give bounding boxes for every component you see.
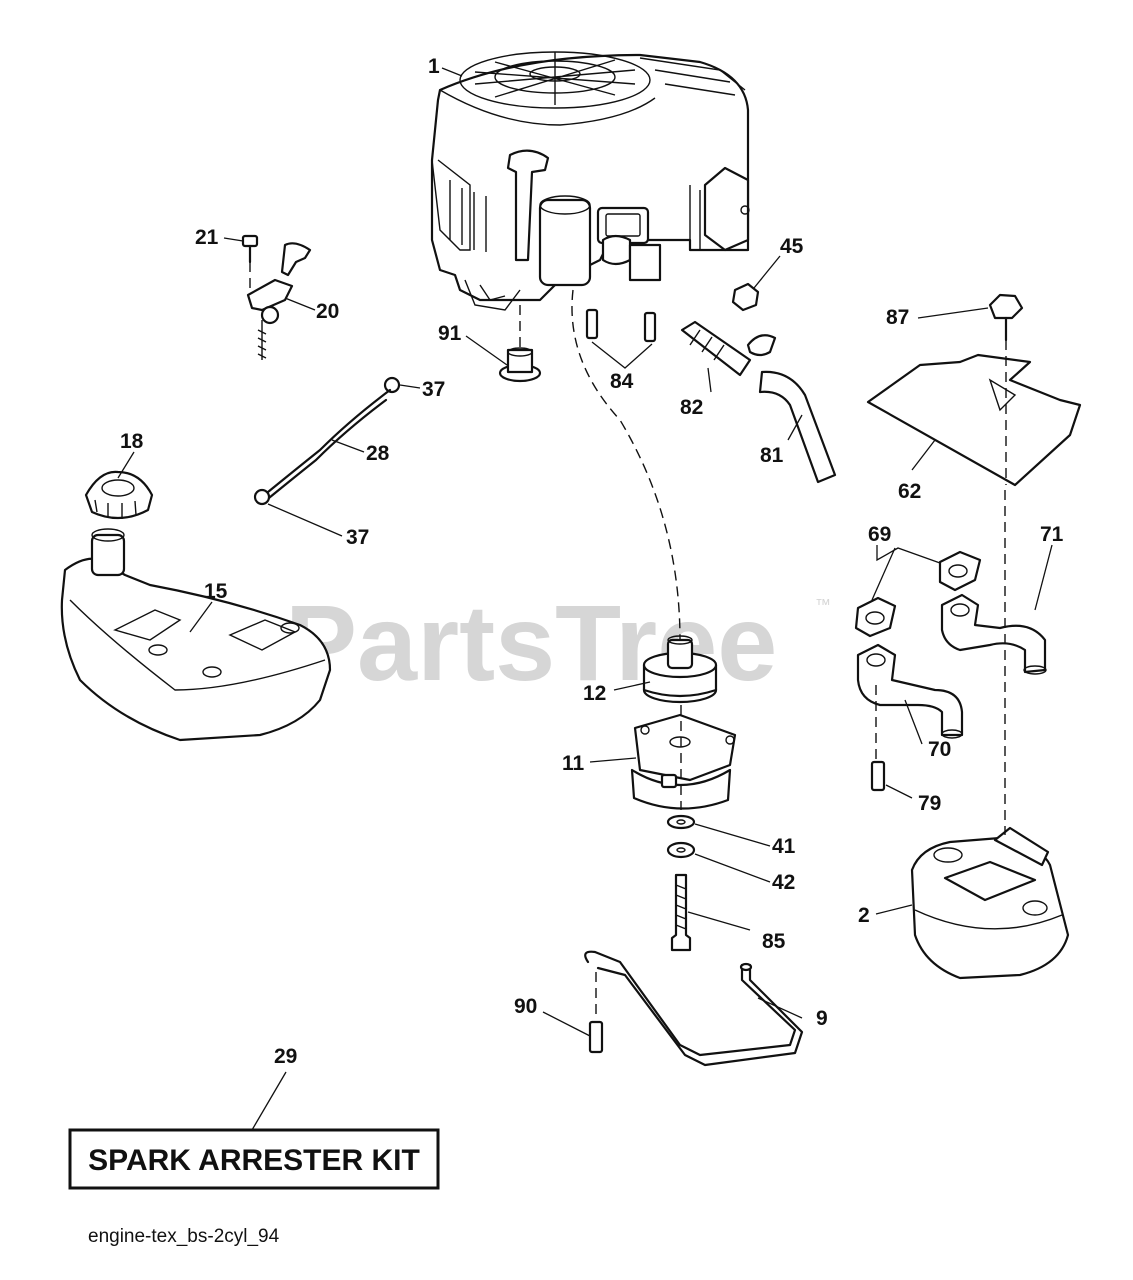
nut-part-45[interactable] — [731, 282, 760, 312]
pulley-part-12[interactable] — [642, 635, 718, 704]
callout-18[interactable]: 18 — [120, 430, 144, 453]
exhaust-pipe-part-70[interactable] — [856, 643, 964, 739]
callout-15[interactable]: 15 — [204, 580, 228, 603]
fuel-filter-part-82[interactable] — [680, 320, 777, 377]
callout-37-bottom[interactable]: 37 — [346, 526, 369, 549]
washer-part-41[interactable] — [666, 814, 696, 830]
callout-29[interactable]: 29 — [274, 1045, 297, 1068]
callout-82[interactable]: 82 — [680, 396, 703, 419]
callout-71[interactable]: 71 — [1040, 523, 1064, 546]
spark-arrester-kit-label: SPARK ARRESTER KIT — [88, 1144, 420, 1177]
callout-42[interactable]: 42 — [772, 871, 795, 894]
callout-1[interactable]: 1 — [428, 55, 440, 78]
clamp-part-37-top[interactable] — [383, 376, 401, 394]
heat-shield-part-62[interactable] — [866, 353, 1082, 487]
callout-87[interactable]: 87 — [886, 306, 909, 329]
bushing-part-91[interactable] — [498, 347, 542, 383]
callout-11[interactable]: 11 — [562, 752, 585, 775]
bolt-part-90[interactable] — [588, 1020, 604, 1054]
control-bracket-part-20[interactable] — [246, 242, 312, 360]
callout-81[interactable]: 81 — [760, 444, 784, 467]
washer-part-42[interactable] — [666, 841, 696, 859]
callout-20[interactable]: 20 — [316, 300, 339, 323]
muffler-part-2[interactable] — [910, 826, 1070, 980]
gaskets-part-69[interactable] — [854, 550, 982, 638]
rod-part-9[interactable] — [584, 950, 804, 1067]
engine-part-1[interactable] — [430, 51, 750, 311]
knob-part-87[interactable] — [988, 293, 1024, 342]
callout-91[interactable]: 91 — [438, 322, 462, 345]
watermark: PartsTree ™ — [285, 582, 831, 703]
clamp-part-37-bottom[interactable] — [253, 488, 271, 506]
clutch-part-11[interactable] — [630, 713, 737, 810]
bolt-part-85[interactable] — [670, 873, 692, 952]
callout-labels: 1 2 9 11 12 15 18 20 21 28 29 37 37 41 4… — [120, 55, 1064, 1068]
bolt-part-79[interactable] — [870, 760, 886, 792]
fuel-line-part-28[interactable] — [262, 388, 392, 504]
callout-79[interactable]: 79 — [918, 792, 941, 815]
callout-62[interactable]: 62 — [898, 480, 921, 503]
spark-arrester-kit-box[interactable]: SPARK ARRESTER KIT — [68, 1128, 440, 1190]
exhaust-pipe-part-71[interactable] — [940, 593, 1047, 675]
callout-41[interactable]: 41 — [772, 835, 796, 858]
callout-69[interactable]: 69 — [868, 523, 891, 546]
callout-84[interactable]: 84 — [610, 370, 634, 393]
watermark-trademark: ™ — [815, 597, 831, 614]
callout-37-top[interactable]: 37 — [422, 378, 445, 401]
leader-lines — [117, 67, 1053, 1131]
callout-2[interactable]: 2 — [858, 904, 870, 927]
fuel-tank-part-15[interactable] — [60, 528, 332, 742]
callout-28[interactable]: 28 — [366, 442, 390, 465]
callout-85[interactable]: 85 — [762, 930, 786, 953]
callout-45[interactable]: 45 — [780, 235, 804, 258]
bolts-part-84[interactable] — [585, 308, 657, 343]
assembly-lines — [249, 262, 1007, 1020]
hose-part-81[interactable] — [758, 370, 837, 484]
screw-part-21[interactable] — [241, 234, 259, 264]
callout-12[interactable]: 12 — [583, 682, 606, 705]
callout-21[interactable]: 21 — [195, 226, 219, 249]
fuel-cap-part-18[interactable] — [84, 470, 154, 520]
callout-90[interactable]: 90 — [514, 995, 537, 1018]
diagram-code: engine-tex_bs-2cyl_94 — [88, 1226, 280, 1247]
callout-9[interactable]: 9 — [816, 1007, 828, 1030]
callout-70[interactable]: 70 — [928, 738, 951, 761]
